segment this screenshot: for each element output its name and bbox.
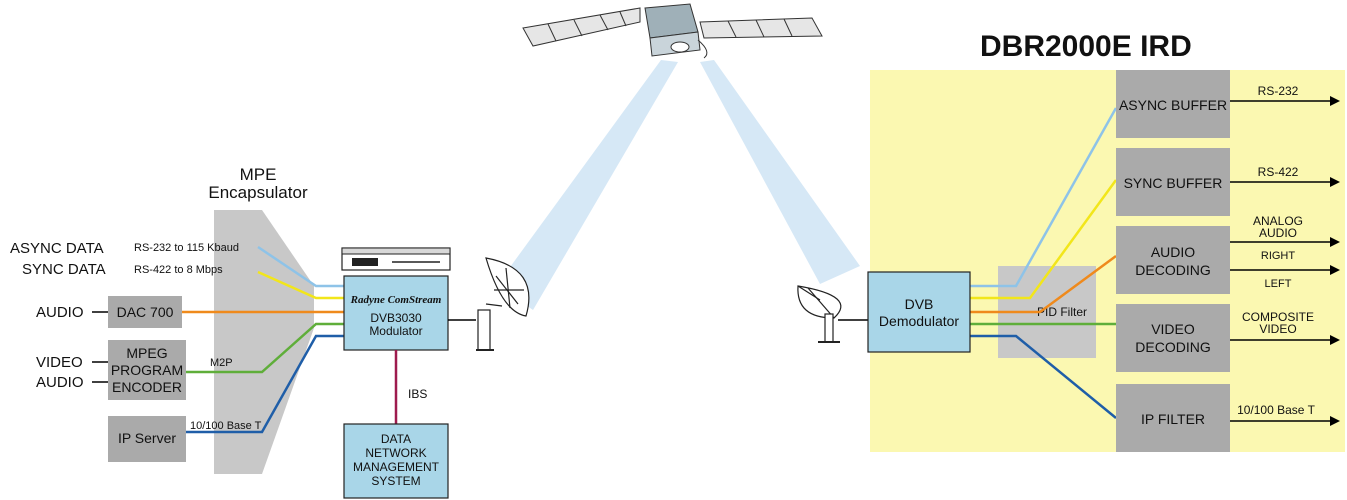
ip-server-label: IP Server (118, 430, 176, 446)
async-buffer-label: ASYNC BUFFER (1119, 97, 1227, 113)
async-output-line (970, 107, 1118, 288)
sync-input-line (257, 270, 344, 300)
downlink-beam (700, 60, 860, 284)
output-left-label: LEFT (1265, 278, 1292, 290)
video-decoding-box (1116, 304, 1230, 372)
sync-buffer-label: SYNC BUFFER (1124, 175, 1223, 191)
output-rs232-label: RS-232 (1258, 84, 1299, 98)
audio-decoding-line1: AUDIO (1151, 244, 1195, 260)
label-sync-data: SYNC DATA (22, 261, 106, 278)
label-async-rate: RS-232 to 115 Kbaud (134, 242, 239, 254)
label-video: VIDEO (36, 354, 83, 371)
label-m2p: M2P (210, 357, 233, 369)
ibs-label: IBS (408, 387, 427, 401)
async-buffer-box (1116, 70, 1230, 138)
audio-decoding-box (1116, 226, 1230, 294)
mpeg-label-line1: MPEG (126, 345, 167, 361)
sync-buffer-box (1116, 148, 1230, 216)
pid-filter-label: PID Filter (1037, 305, 1087, 319)
modulator-label-line2: Modulator (369, 324, 422, 338)
dnms-box (343, 423, 449, 499)
label-async-data: ASYNC DATA (10, 240, 104, 257)
audio-output-line (970, 254, 1117, 314)
ip-output-line (970, 334, 1117, 419)
output-arrows (1230, 96, 1340, 426)
output-right-label: RIGHT (1261, 250, 1296, 262)
label-ip-rate: 10/100 Base T (190, 420, 262, 432)
modulator-rack-icon (341, 247, 451, 271)
ip-filter-box (1116, 384, 1230, 452)
dac-700-box (108, 296, 182, 328)
output-analog-line2: AUDIO (1259, 226, 1297, 240)
dvb-demodulator-box (867, 271, 971, 353)
output-composite-line1: COMPOSITE (1242, 310, 1314, 324)
video-decoding-line2: DECODING (1135, 339, 1210, 355)
mpeg-encoder-box (108, 340, 186, 400)
dvb3030-modulator-box (343, 275, 449, 351)
downlink-antenna-icon (797, 285, 842, 343)
demodulator-line1: DVB (905, 296, 934, 312)
mpeg-label-line2: PROGRAM (111, 362, 183, 378)
ip-filter-label: IP FILTER (1141, 411, 1205, 427)
mpe-encapsulator (214, 210, 314, 474)
modulator-brand: Radyne ComStream (350, 294, 442, 306)
dnms-line1: DATA (381, 432, 411, 446)
dnms-line4: SYSTEM (371, 474, 420, 488)
mpeg-label-line3: ENCODER (112, 379, 182, 395)
sync-output-line (970, 179, 1118, 300)
encapsulator-title-line2: Encapsulator (208, 183, 308, 202)
encapsulator-title-line1: MPE (240, 165, 277, 184)
input-signal-lines (182, 245, 344, 434)
label-audio2: AUDIO (36, 374, 84, 391)
async-input-line (257, 245, 344, 288)
output-rs422-label: RS-422 (1258, 165, 1299, 179)
satellite-icon (522, 3, 823, 59)
label-audio: AUDIO (36, 304, 84, 321)
dnms-line3: MANAGEMENT (353, 460, 440, 474)
uplink-antenna-icon (476, 257, 530, 351)
modulator-label-line1: DVB3030 (370, 311, 422, 325)
dnms-line2: NETWORK (365, 446, 426, 460)
output-analog-line1: ANALOG (1253, 214, 1303, 228)
m2p-input-line (186, 322, 344, 374)
dac-700-label: DAC 700 (117, 304, 174, 320)
demodulator-line2: Demodulator (879, 313, 959, 329)
label-sync-rate: RS-422 to 8 Mbps (134, 264, 223, 276)
audio-decoding-line2: DECODING (1135, 262, 1210, 278)
ip-input-line (186, 334, 344, 434)
uplink-beam (497, 60, 678, 310)
output-ethernet-label: 10/100 Base T (1237, 403, 1316, 417)
ip-server-box (108, 416, 186, 462)
ird-signal-lines (970, 107, 1118, 419)
video-decoding-line1: VIDEO (1151, 321, 1195, 337)
output-composite-line2: VIDEO (1259, 322, 1296, 336)
diagram-title: DBR2000E IRD (980, 30, 1192, 63)
